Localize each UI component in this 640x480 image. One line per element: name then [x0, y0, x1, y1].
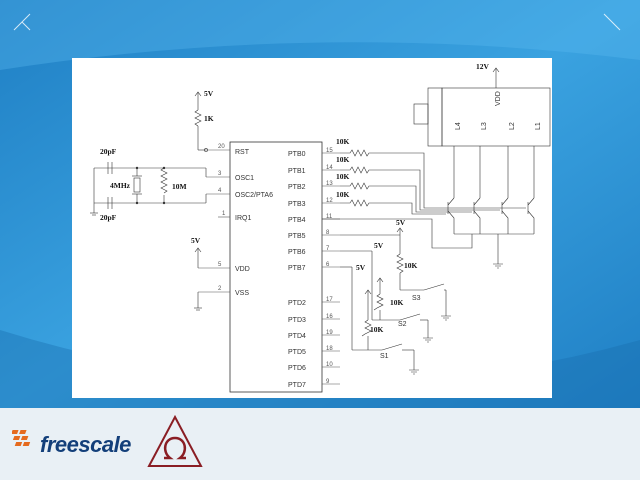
mcu-pin-ptd2: PTD2	[288, 300, 306, 307]
transistor-1	[447, 197, 455, 234]
r-reset-value: 1K	[204, 114, 214, 123]
mcu-pin-num-6: 6	[326, 262, 330, 268]
mcu-pin-vss: VSS	[235, 290, 249, 297]
r-osc-value: 10M	[172, 182, 187, 191]
ptb-resistor-trace	[340, 166, 500, 211]
r-sw3-value: 10K	[404, 261, 418, 270]
ptb-resistor-trace	[340, 149, 526, 209]
mcu-pin-num-20: 20	[218, 144, 225, 150]
mcu-pin-ptd5: PTD5	[288, 349, 306, 356]
mcu-pin-ptd6: PTD6	[288, 365, 306, 372]
mcu-pin-irq1: IRQ1	[235, 215, 251, 222]
motor-pin-l4: L4	[455, 122, 462, 130]
mcu-pin-num-16: 16	[326, 314, 333, 320]
c2-value: 20pF	[100, 213, 117, 222]
r-ptb1-value: 10K	[336, 155, 350, 164]
slide-footer	[0, 408, 640, 480]
transistor-4	[527, 197, 535, 234]
mcu-pin-num-10: 10	[326, 362, 333, 368]
mcu-pin-ptb3: PTB3	[288, 201, 306, 208]
mcu-pin-num-18: 18	[326, 346, 333, 352]
crystal-value: 4MHz	[110, 181, 131, 190]
mcu-pin-num-9: 9	[326, 379, 330, 385]
vdd-left-label: 5V	[191, 236, 201, 245]
r-ptb0-value: 10K	[336, 137, 350, 146]
mcu-pin-osc1: OSC1	[235, 175, 254, 182]
sw1-vcc-label: 5V	[356, 263, 366, 272]
mcu-pin-ptd7: PTD7	[288, 382, 306, 389]
switch-s2-label: S2	[398, 321, 407, 328]
ptb-resistor-trace	[340, 199, 446, 215]
mcu-pin-num-4: 4	[218, 188, 222, 194]
r-sw1-value: 10K	[370, 325, 384, 334]
mcu-pin-num-14: 14	[326, 165, 333, 171]
mcu-pin-ptd4: PTD4	[288, 333, 306, 340]
sw2-vcc-label: 5V	[374, 241, 384, 250]
transistor-3	[501, 197, 509, 234]
motor-pin-l3: L3	[481, 122, 488, 130]
mcu-pin-osc2: OSC2/PTA6	[235, 192, 273, 199]
mcu-pin-ptb2: PTB2	[288, 184, 306, 191]
mcu-pin-num-15: 15	[326, 148, 333, 154]
transistor-2	[473, 197, 481, 234]
motor-pin-l1: L1	[535, 122, 542, 130]
mcu-pin-num-7: 7	[326, 246, 330, 252]
mcu-pin-ptb0: PTB0	[288, 151, 306, 158]
mcu-pin-num-2: 2	[218, 286, 222, 292]
r-ptb3-value: 10K	[336, 190, 350, 199]
mcu-pin-num-12: 12	[326, 198, 333, 204]
mcu-pin-ptb6: PTB6	[288, 249, 306, 256]
switch-s1-label: S1	[380, 353, 389, 360]
mcu-pin-num-13: 13	[326, 181, 333, 187]
mcu-pin-ptb1: PTB1	[288, 168, 306, 175]
transistor-ground-bus	[322, 218, 534, 249]
sw3-vcc-label: 5V	[396, 218, 406, 227]
motor-pin-l2: L2	[509, 122, 516, 130]
r-sw2-value: 10K	[390, 298, 404, 307]
mcu-pin-num-3: 3	[218, 171, 222, 177]
mcu-pin-ptd3: PTD3	[288, 317, 306, 324]
mcu-pin-num-19: 19	[326, 330, 333, 336]
motor-vdd-label: VDD	[495, 91, 502, 106]
freescale-logo-icon	[12, 430, 31, 446]
mcu-pin-ptb7: PTB7	[288, 265, 306, 272]
mcu-pin-num-17: 17	[326, 297, 333, 303]
switch-s3-label: S3	[412, 295, 421, 302]
mcu-pin-ptb4: PTB4	[288, 217, 306, 224]
vcc-rst-label: 5V	[204, 89, 214, 98]
mcu-pin-num-1: 1	[222, 211, 226, 217]
ptb-resistor-trace	[340, 182, 472, 213]
c1-value: 20pF	[100, 147, 117, 156]
mcu-pin-ptb5: PTB5	[288, 233, 306, 240]
mcu-pin-vdd: VDD	[235, 266, 250, 273]
schematic-panel: 20 RST 3 OSC1 4 OSC2/PTA6 1 IRQ1 5 VDD 2…	[72, 58, 552, 398]
mcu-pin-num-11: 11	[326, 214, 333, 220]
omega-logo-icon	[147, 414, 203, 467]
mcu-pin-num-8: 8	[326, 230, 330, 236]
mcu-pin-num-5: 5	[218, 262, 222, 268]
brand-name: freescale	[40, 432, 131, 457]
vdd-supply-label: 12V	[476, 62, 490, 71]
circuit-schematic: 20 RST 3 OSC1 4 OSC2/PTA6 1 IRQ1 5 VDD 2…	[90, 62, 551, 393]
mcu-pin-rst: RST	[235, 149, 250, 156]
r-ptb2-value: 10K	[336, 172, 350, 181]
